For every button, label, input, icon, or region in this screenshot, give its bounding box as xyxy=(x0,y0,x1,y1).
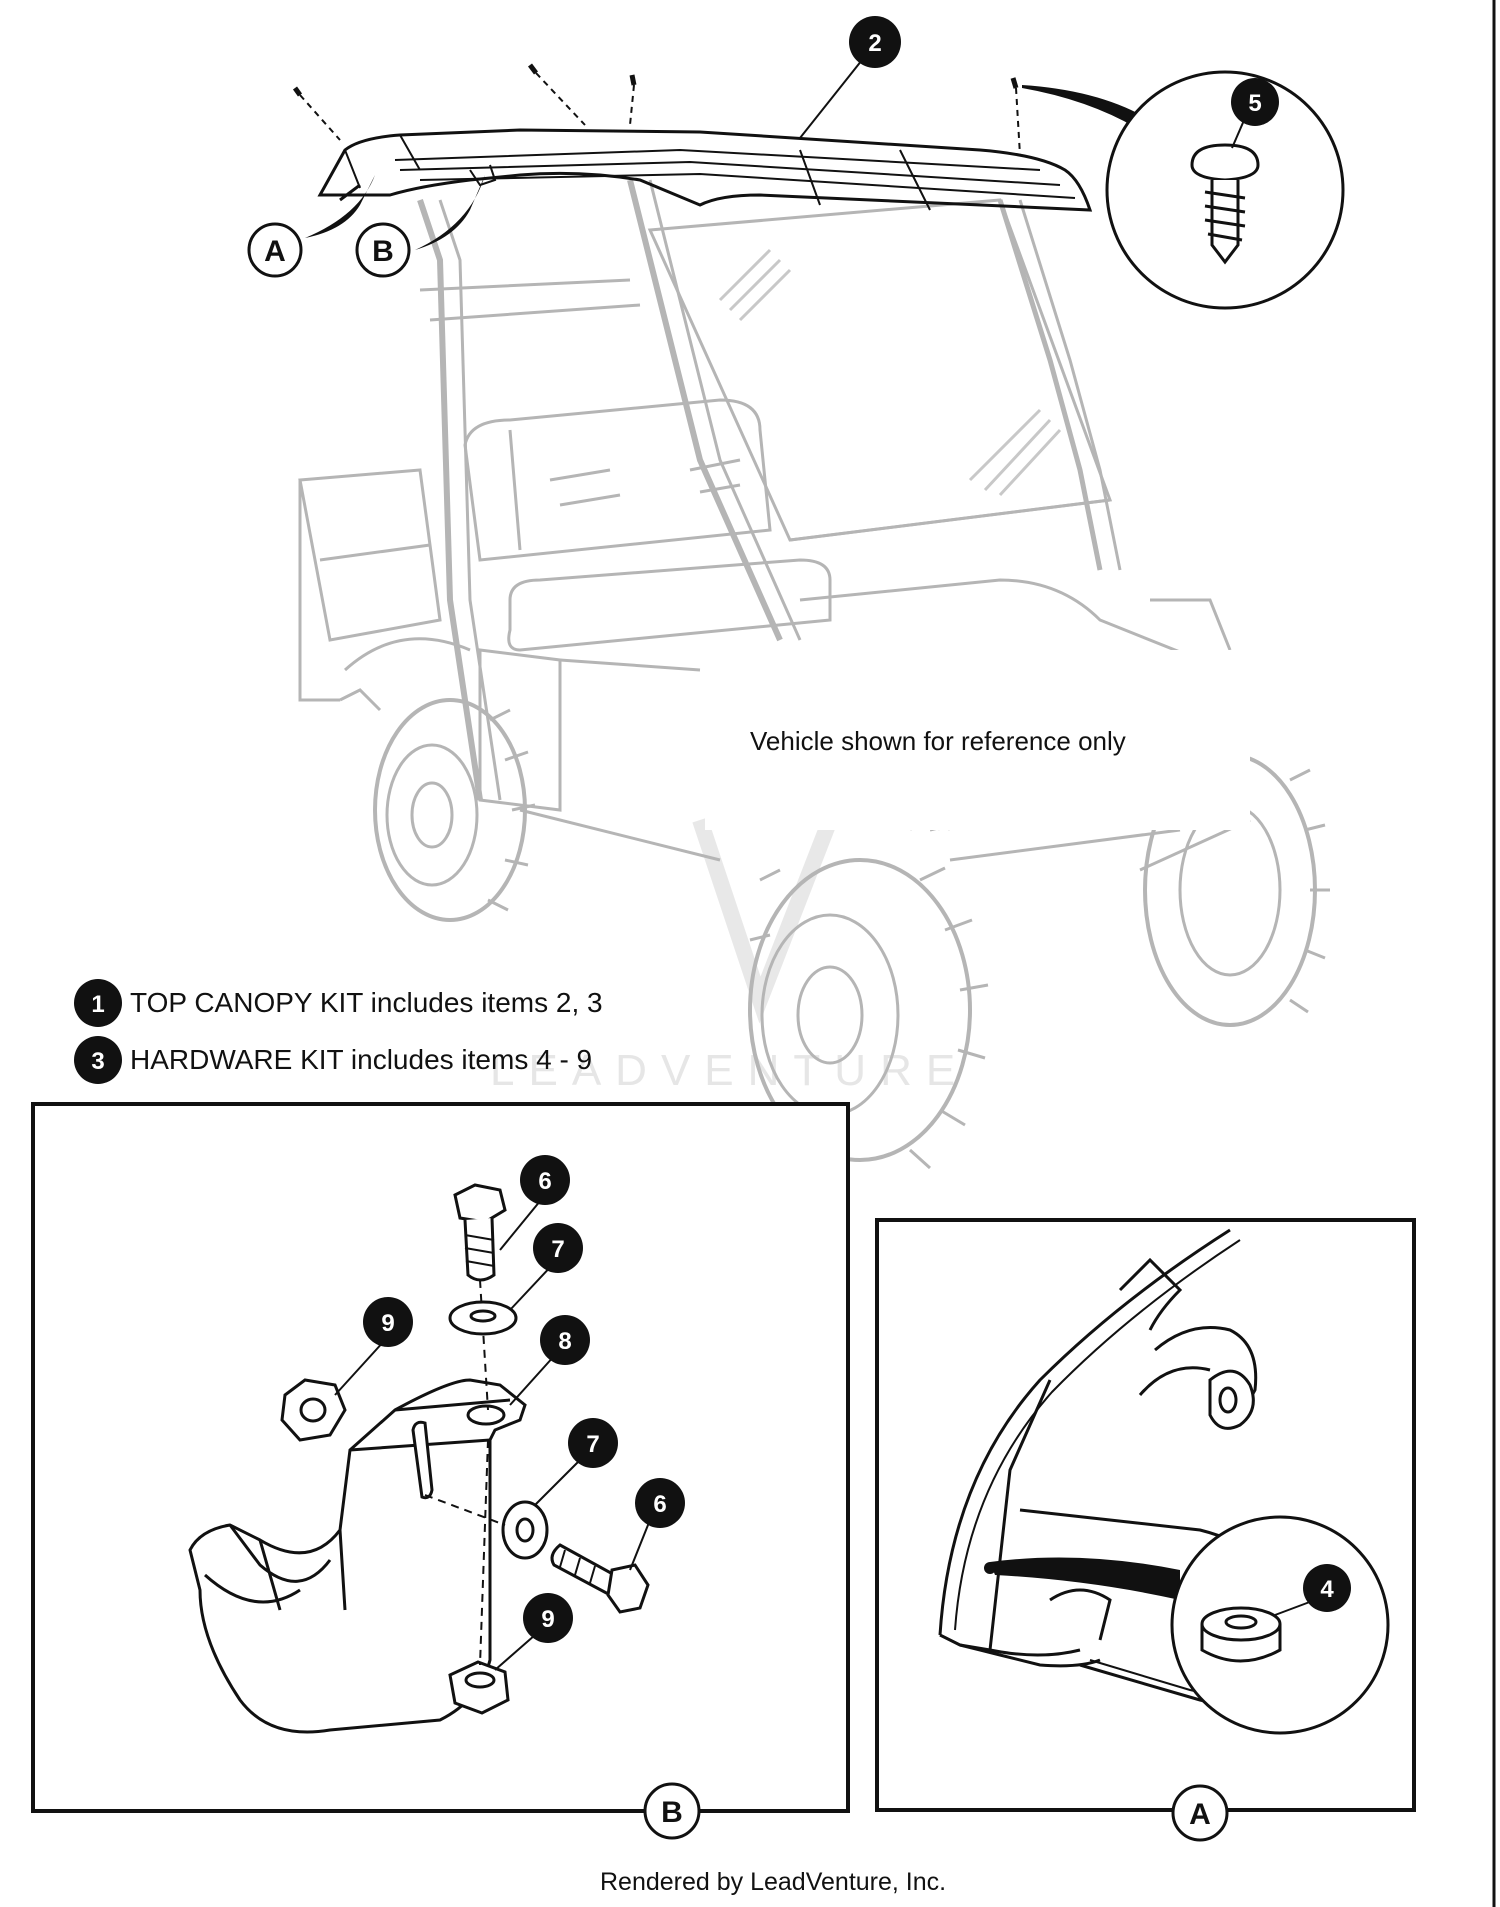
detail-a-panel: 4 A xyxy=(875,1218,1416,1842)
detail-a-panel-label: A xyxy=(1171,1784,1229,1842)
legend-item-2: 3 HARDWARE KIT includes items 4 - 9 xyxy=(74,1036,592,1084)
legend: 1 TOP CANOPY KIT includes items 2, 3 3 H… xyxy=(74,979,603,1084)
detail-b-panel: 6 7 8 9 7 6 9 xyxy=(31,1102,850,1840)
bolt-top-icon xyxy=(453,1183,507,1282)
nut-bottom-icon xyxy=(448,1660,510,1715)
callout-2: 2 xyxy=(849,16,901,68)
vehicle-illustration xyxy=(298,179,1330,1170)
reference-note: Vehicle shown for reference only xyxy=(750,726,1126,756)
callout-6-top: 6 xyxy=(520,1155,570,1205)
callout-7-side-number: 7 xyxy=(586,1431,599,1458)
detail-a-leader xyxy=(305,175,375,238)
callout-6-side-number: 6 xyxy=(653,1491,666,1518)
legend-item-1: 1 TOP CANOPY KIT includes items 2, 3 xyxy=(74,979,603,1027)
callout-4-number: 4 xyxy=(1320,1576,1334,1603)
callout-9-bottom: 9 xyxy=(523,1593,573,1643)
detail-b-marker: B xyxy=(355,222,411,278)
detail-a-letter: A xyxy=(264,235,286,268)
nut-left-icon xyxy=(280,1378,347,1442)
callout-9-left-number: 9 xyxy=(381,1310,394,1337)
callout-7-top-number: 7 xyxy=(551,1236,564,1263)
callout-7-side: 7 xyxy=(568,1418,618,1468)
bracket-part xyxy=(188,1378,527,1734)
detail-b-panel-label: B xyxy=(643,1782,701,1840)
reference-note-box xyxy=(705,650,1250,830)
screw-detail-circle: 5 xyxy=(1105,70,1345,310)
canopy-top xyxy=(317,128,1093,212)
legend-item-2-number: 3 xyxy=(91,1048,104,1075)
spacer-detail-circle: 4 xyxy=(1170,1515,1390,1735)
legend-item-1-text: TOP CANOPY KIT includes items 2, 3 xyxy=(130,987,603,1018)
washer-side-icon xyxy=(501,1500,549,1560)
detail-b-panel-letter: B xyxy=(661,1796,683,1829)
clip-icon xyxy=(1208,1369,1255,1430)
callout-5-number: 5 xyxy=(1248,90,1261,117)
callout-6-top-number: 6 xyxy=(538,1168,551,1195)
callout-2-number: 2 xyxy=(868,30,881,57)
screw-icon xyxy=(1190,143,1260,265)
callout-8: 8 xyxy=(540,1315,590,1365)
callout-9-left: 9 xyxy=(363,1297,413,1347)
callout-9-bottom-number: 9 xyxy=(541,1606,554,1633)
callout-7-top: 7 xyxy=(533,1223,583,1273)
callout-6-side: 6 xyxy=(635,1478,685,1528)
bolt-side-icon xyxy=(550,1543,650,1614)
footer-credit: Rendered by LeadVenture, Inc. xyxy=(600,1868,946,1896)
callout-8-number: 8 xyxy=(558,1328,571,1355)
washer-top-icon xyxy=(448,1300,518,1336)
detail-b-letter: B xyxy=(372,235,394,268)
callout-2-leader xyxy=(799,59,863,139)
legend-item-2-text: HARDWARE KIT includes items 4 - 9 xyxy=(130,1044,592,1075)
detail-a-panel-letter: A xyxy=(1189,1798,1211,1831)
screw-parts xyxy=(292,63,1021,156)
detail-a-marker: A xyxy=(247,222,303,278)
spacer-icon xyxy=(1200,1606,1282,1663)
spacer-detail-leader xyxy=(990,1557,1180,1600)
legend-item-1-number: 1 xyxy=(91,991,104,1018)
